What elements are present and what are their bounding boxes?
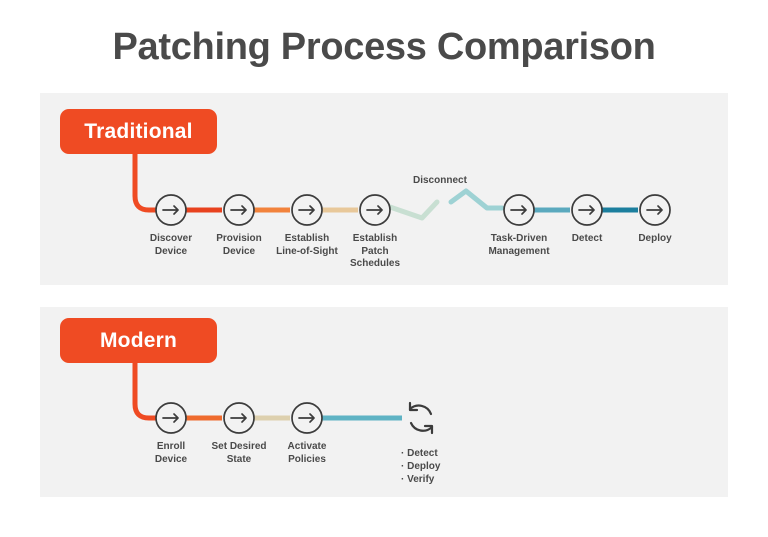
label-task-driven-management: Task-Driven Management xyxy=(488,233,550,257)
label-set-desired-state: Set Desired State xyxy=(211,441,267,465)
label-discover-device: Discover Device xyxy=(149,233,193,257)
badge-modern[interactable]: Modern xyxy=(60,318,217,363)
cycle-items-list: · Detect · Deploy · Verify xyxy=(401,447,440,486)
label-activate-policies: Activate Policies xyxy=(287,441,327,465)
badge-traditional[interactable]: Traditional xyxy=(60,109,217,154)
label-establish-line-of-sight: Establish Line-of-Sight xyxy=(276,233,338,257)
cycle-item-verify: · Verify xyxy=(401,474,435,485)
label-detect: Detect xyxy=(571,233,603,244)
cycle-item-deploy: · Deploy xyxy=(401,461,441,472)
label-enroll-device: Enroll Device xyxy=(154,441,188,465)
label-provision-device: Provision Device xyxy=(216,233,262,257)
label-establish-patch-schedules: Establish Patch Schedules xyxy=(349,233,401,269)
label-deploy: Deploy xyxy=(638,233,672,244)
page-title: Patching Process Comparison xyxy=(112,26,656,68)
disconnect-label: Disconnect xyxy=(413,175,467,186)
cycle-item-detect: · Detect xyxy=(401,448,438,459)
